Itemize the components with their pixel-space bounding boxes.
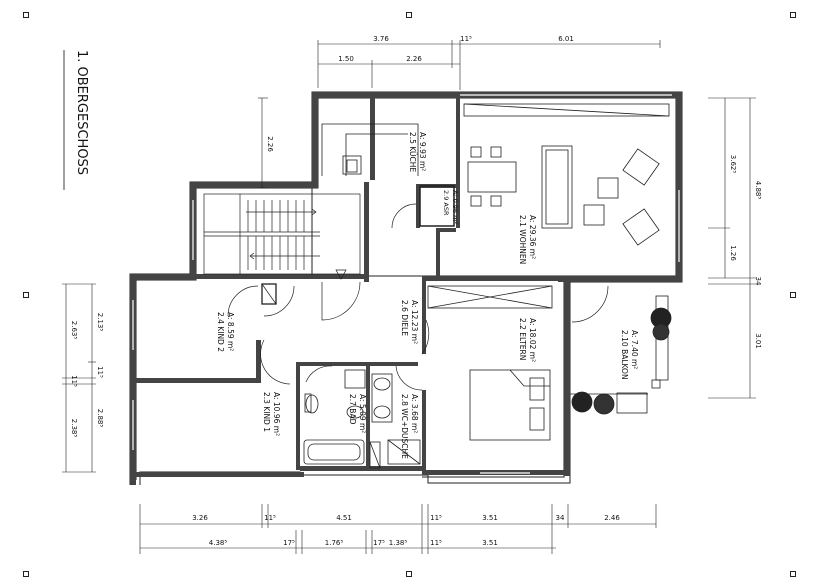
room-labels: 2.1 WOHNEN A: 29.36 m² 2.2 ELTERN A: 18.…: [216, 132, 639, 459]
room-label-kind1: 2.3 KIND 1 A: 10.96 m²: [262, 392, 281, 436]
svg-text:A: 29.36 m²: A: 29.36 m²: [528, 215, 537, 259]
bedroom-furniture: [427, 285, 553, 441]
dim-left-inner-11-5: 11⁵: [96, 366, 104, 378]
room-label-wohnen: 2.1 WOHNEN A: 29.36 m²: [518, 215, 537, 264]
svg-text:A: 5.09 m²: A: 5.09 m²: [358, 394, 367, 433]
plan-title: 1. OBERGESCHOSS: [74, 50, 89, 175]
dim-bottom-11-5-a: 11⁵: [264, 514, 276, 522]
dim-bottom-34: 34: [556, 514, 565, 522]
dim-top-2-26: 2.26: [406, 55, 422, 63]
svg-text:2.7 BAD: 2.7 BAD: [348, 394, 357, 425]
asr-box: [419, 185, 455, 227]
balcony: [570, 295, 672, 415]
dim-bottom2-11-5: 11⁵: [430, 539, 442, 547]
dim-bottom2-17-5-b: 17⁵: [373, 539, 385, 547]
selection-handle-bl[interactable]: [23, 571, 29, 577]
dim-bottom-3-51: 3.51: [482, 514, 498, 522]
svg-text:A: 8.59 m²: A: 8.59 m²: [226, 312, 235, 351]
dimension-labels: 3.76 11⁵ 6.01 1.50 2.26 2.26 4.88⁵ 34 3.…: [70, 35, 762, 547]
bathroom-fixtures: [303, 369, 421, 469]
selection-handle-bc[interactable]: [406, 571, 412, 577]
selection-handle-tl[interactable]: [23, 12, 29, 18]
dim-bottom2-3-51: 3.51: [482, 539, 498, 547]
kitchen-fixtures: [321, 123, 419, 176]
svg-text:2.5 KÜCHE: 2.5 KÜCHE: [408, 132, 417, 172]
svg-text:A: 10.96 m²: A: 10.96 m²: [272, 392, 281, 436]
room-label-balkon: 2.10 BALKON A: 7.40 m²: [620, 330, 639, 380]
windows: [132, 94, 680, 474]
dim-bottom2-4-38: 4.38⁵: [209, 539, 228, 547]
dim-bottom2-1-38: 1.38⁵: [389, 539, 408, 547]
dimension-lines: [62, 40, 756, 554]
svg-text:2.6 DIELE: 2.6 DIELE: [400, 300, 409, 336]
dim-right-1-26: 1.26: [729, 245, 737, 261]
dim-right-4-88: 4.88⁵: [754, 181, 762, 200]
room-label-bad: 2.7 BAD A: 5.09 m²: [348, 394, 367, 433]
dim-left-2-13: 2.13⁵: [96, 313, 104, 332]
room-label-eltern: 2.2 ELTERN A: 18.02 m²: [518, 318, 537, 362]
dim-left-2-63: 2.63⁵: [70, 321, 78, 340]
dim-bottom-11-5-b: 11⁵: [430, 514, 442, 522]
svg-text:2.2 ELTERN: 2.2 ELTERN: [518, 318, 527, 360]
selection-handle-tr[interactable]: [790, 12, 796, 18]
svg-text:A: 9.93 m²: A: 9.93 m²: [418, 132, 427, 171]
svg-text:A: 0.96 m²: A: 0.96 m²: [451, 190, 459, 224]
dim-bottom2-1-76: 1.76⁵: [325, 539, 344, 547]
room-label-wc: 2.8 WC+DUSCHE A: 3.68 m²: [400, 394, 419, 459]
svg-text:2.9 ASR: 2.9 ASR: [442, 190, 450, 216]
dim-right-34: 34: [754, 277, 762, 286]
dim-bottom-4-51: 4.51: [336, 514, 352, 522]
selection-handle-br[interactable]: [790, 571, 796, 577]
dim-top-11-5: 11⁵: [460, 35, 472, 43]
dim-stair-2-26: 2.26: [266, 136, 274, 152]
dim-left-2-88: 2.88⁵: [96, 409, 104, 428]
svg-text:A: 12.23 m²: A: 12.23 m²: [410, 300, 419, 344]
room-label-diele: 2.6 DIELE A: 12.23 m²: [400, 300, 419, 344]
dim-bottom-2-46: 2.46: [604, 514, 620, 522]
svg-text:2.4 KIND 2: 2.4 KIND 2: [216, 312, 225, 352]
svg-text:2.3 KIND 1: 2.3 KIND 1: [262, 392, 271, 432]
dim-top-1-50: 1.50: [338, 55, 354, 63]
svg-text:A: 3.68 m²: A: 3.68 m²: [410, 394, 419, 433]
dim-right-3-62: 3.62⁵: [729, 155, 737, 174]
room-label-kind2: 2.4 KIND 2 A: 8.59 m²: [216, 312, 235, 352]
dim-bottom-3-26: 3.26: [192, 514, 208, 522]
svg-text:2.1 WOHNEN: 2.1 WOHNEN: [518, 215, 527, 264]
dim-left-2-38: 2.38⁵: [70, 419, 78, 438]
doors: [227, 203, 609, 391]
selection-handle-tc[interactable]: [406, 12, 412, 18]
svg-text:2.10 BALKON: 2.10 BALKON: [620, 330, 629, 380]
svg-text:A: 18.02 m²: A: 18.02 m²: [528, 318, 537, 362]
stairs: [203, 193, 361, 305]
room-label-kueche: 2.5 KÜCHE A: 9.93 m²: [408, 132, 427, 172]
dim-bottom2-17-5-a: 17⁵: [283, 539, 295, 547]
svg-text:2.8 WC+DUSCHE: 2.8 WC+DUSCHE: [400, 394, 409, 459]
dim-left-11-5: 11⁵: [70, 375, 78, 387]
dim-right-3-01: 3.01: [754, 333, 762, 349]
dim-top-3-76: 3.76: [373, 35, 389, 43]
living-furniture: [463, 103, 670, 246]
selection-handle-mr[interactable]: [790, 292, 796, 298]
room-label-asr: 2.9 ASR A: 0.96 m²: [442, 190, 459, 224]
dim-top-6-01: 6.01: [558, 35, 574, 43]
selection-handle-ml[interactable]: [23, 292, 29, 298]
svg-text:A: 7.40 m²: A: 7.40 m²: [630, 330, 639, 369]
